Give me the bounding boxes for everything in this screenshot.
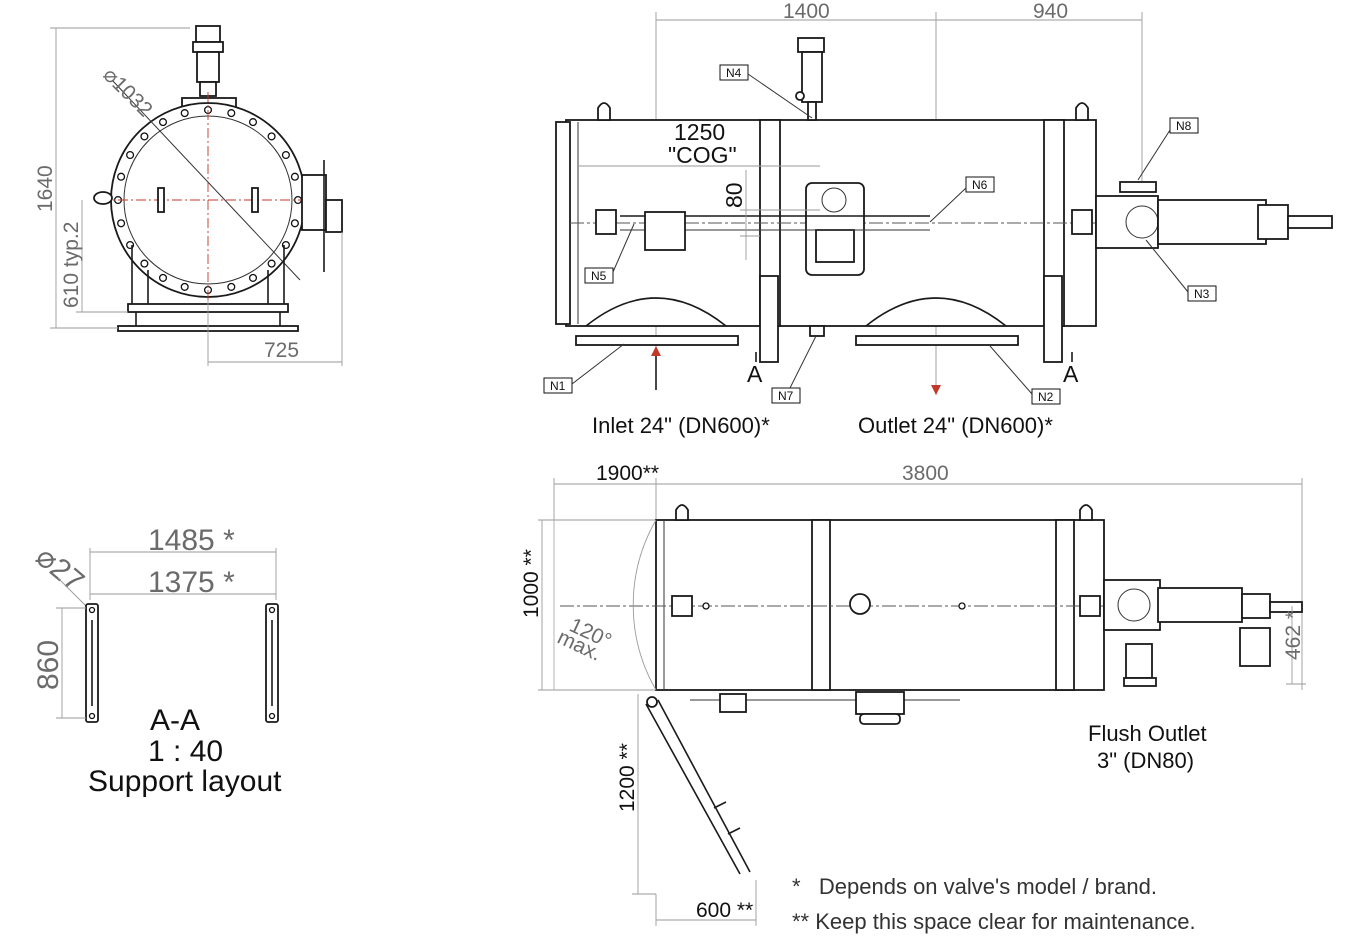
nozzle-tag-n2: N2 [989,345,1061,405]
cog-value: 1250 [674,119,725,145]
section-name: A-A [150,704,200,737]
bolt-hole [227,282,236,291]
bolt-hole [158,273,168,282]
nozzle-tag-n1: N1 [543,343,625,394]
bolt-hole [117,172,126,181]
svg-text:N2: N2 [1038,390,1054,404]
svg-text:N6: N6 [972,178,988,192]
note-2: ** Keep this space clear for maintenance… [792,909,1196,934]
bolt-hole [140,259,149,268]
front-view: 1640 610 typ.2 ⌀1032 725 [34,25,343,366]
bolt-hole [290,172,299,181]
dim-80: 80 [721,182,747,208]
nozzle-tag-n6: N6 [929,176,995,223]
bolt-hole [281,150,290,160]
dim-462: 462 * [1282,611,1305,660]
cog-label: "COG" [668,142,737,168]
bolt-hole [140,132,149,141]
bolt-hole [180,282,189,291]
bolt-hole [117,219,126,228]
section-scale: 1 : 40 [148,735,223,768]
dim-hole: ⌀27 [30,540,91,598]
dim-1200: 1200 ** [616,743,639,812]
dim-3800: 3800 [902,462,949,485]
bolt-hole [248,273,258,282]
svg-text:N1: N1 [550,379,566,393]
nozzle-tag-n8: N8 [1137,117,1199,181]
dim-860: 860 [32,640,65,690]
section-mark-left: A [747,361,763,387]
section-mark-right: A [1063,361,1079,387]
dim-1000: 1000 ** [520,549,543,618]
nozzle-tag-n3: N3 [1145,239,1217,302]
dim-610: 610 typ.2 [60,222,83,308]
nozzle-tag-n5: N5 [584,223,635,284]
side-view: 1400 940 [543,0,1333,438]
bolt-hole [267,132,276,141]
note-1: * Depends on valve's model / brand. [792,874,1157,899]
top-view: 1900** 3800 1000 ** [520,462,1306,926]
dim-1900: 1900** [596,462,659,485]
dim-940: 940 [1033,0,1068,23]
svg-text:N3: N3 [1194,287,1210,301]
dim-1485: 1485 * [148,524,235,557]
svg-text:N7: N7 [778,389,794,403]
nozzle-tag-n7: N7 [771,335,817,404]
bolt-hole [126,150,135,160]
dim-diameter: ⌀1032 [98,63,156,121]
nozzle-tag-n4: N4 [719,64,813,119]
support-layout: 1485 * 1375 * ⌀27 860 A-A 1 : 40 Support… [30,524,283,798]
flush-outlet-2: 3" (DN80) [1097,748,1194,773]
bolt-hole [227,109,236,118]
svg-text:N4: N4 [726,66,742,80]
svg-text:N8: N8 [1176,119,1192,133]
bolt-hole [180,109,189,118]
bolt-hole [267,259,276,268]
bolt-hole [290,219,299,228]
dim-725: 725 [264,339,299,362]
svg-text:N5: N5 [591,269,607,283]
section-caption: Support layout [88,765,282,798]
bolt-hole [158,118,168,127]
inlet-label: Inlet 24" (DN600)* [592,413,770,438]
dim-1640: 1640 [34,165,57,212]
dim-600: 600 ** [696,899,753,922]
bolt-hole [248,118,258,127]
dim-1400: 1400 [783,0,830,23]
dim-1375: 1375 * [148,566,235,599]
outlet-label: Outlet 24" (DN600)* [858,413,1053,438]
flush-outlet-1: Flush Outlet [1088,721,1207,746]
